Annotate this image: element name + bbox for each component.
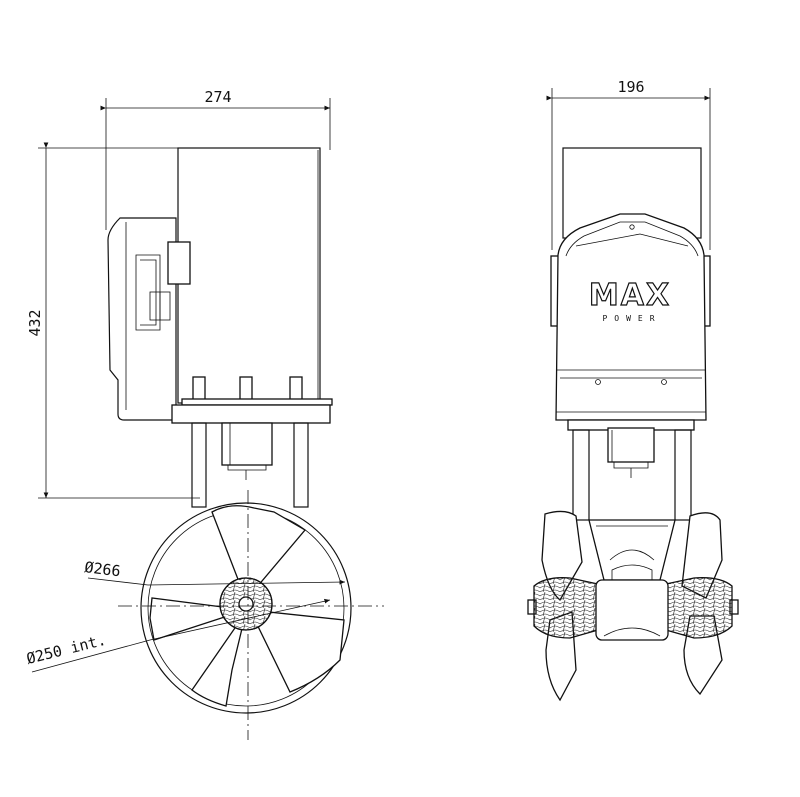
max-power-logo: MAX POWER [588,277,671,323]
logo-power: POWER [602,314,661,323]
drive-leg-front [572,427,692,581]
front-view: 196 MAX POWER [527,78,739,702]
dimension-tunnel-outer: Ø266 [84,558,346,586]
dim-label-432: 432 [26,309,44,336]
gearbox-front [595,564,669,641]
cover-front [555,213,707,421]
control-box-side [107,217,191,421]
propeller-side [149,505,345,707]
side-view: 274 432 [25,88,384,740]
dimension-width-side: 274 [100,88,331,230]
motor-housing-side [177,147,321,404]
propeller-hub-right [665,577,739,639]
dimension-height-side: 432 [26,142,200,499]
logo-max: MAX [589,278,671,313]
dim-label-274: 274 [204,88,231,106]
dim-label-266: Ø266 [84,558,122,580]
terminal-posts-side [181,376,333,406]
propeller-hub-left [527,577,599,639]
dimension-width-front: 196 [546,78,711,250]
mounting-flange-side [171,404,331,424]
drive-leg-side [191,422,309,508]
dim-label-196: 196 [617,78,644,96]
